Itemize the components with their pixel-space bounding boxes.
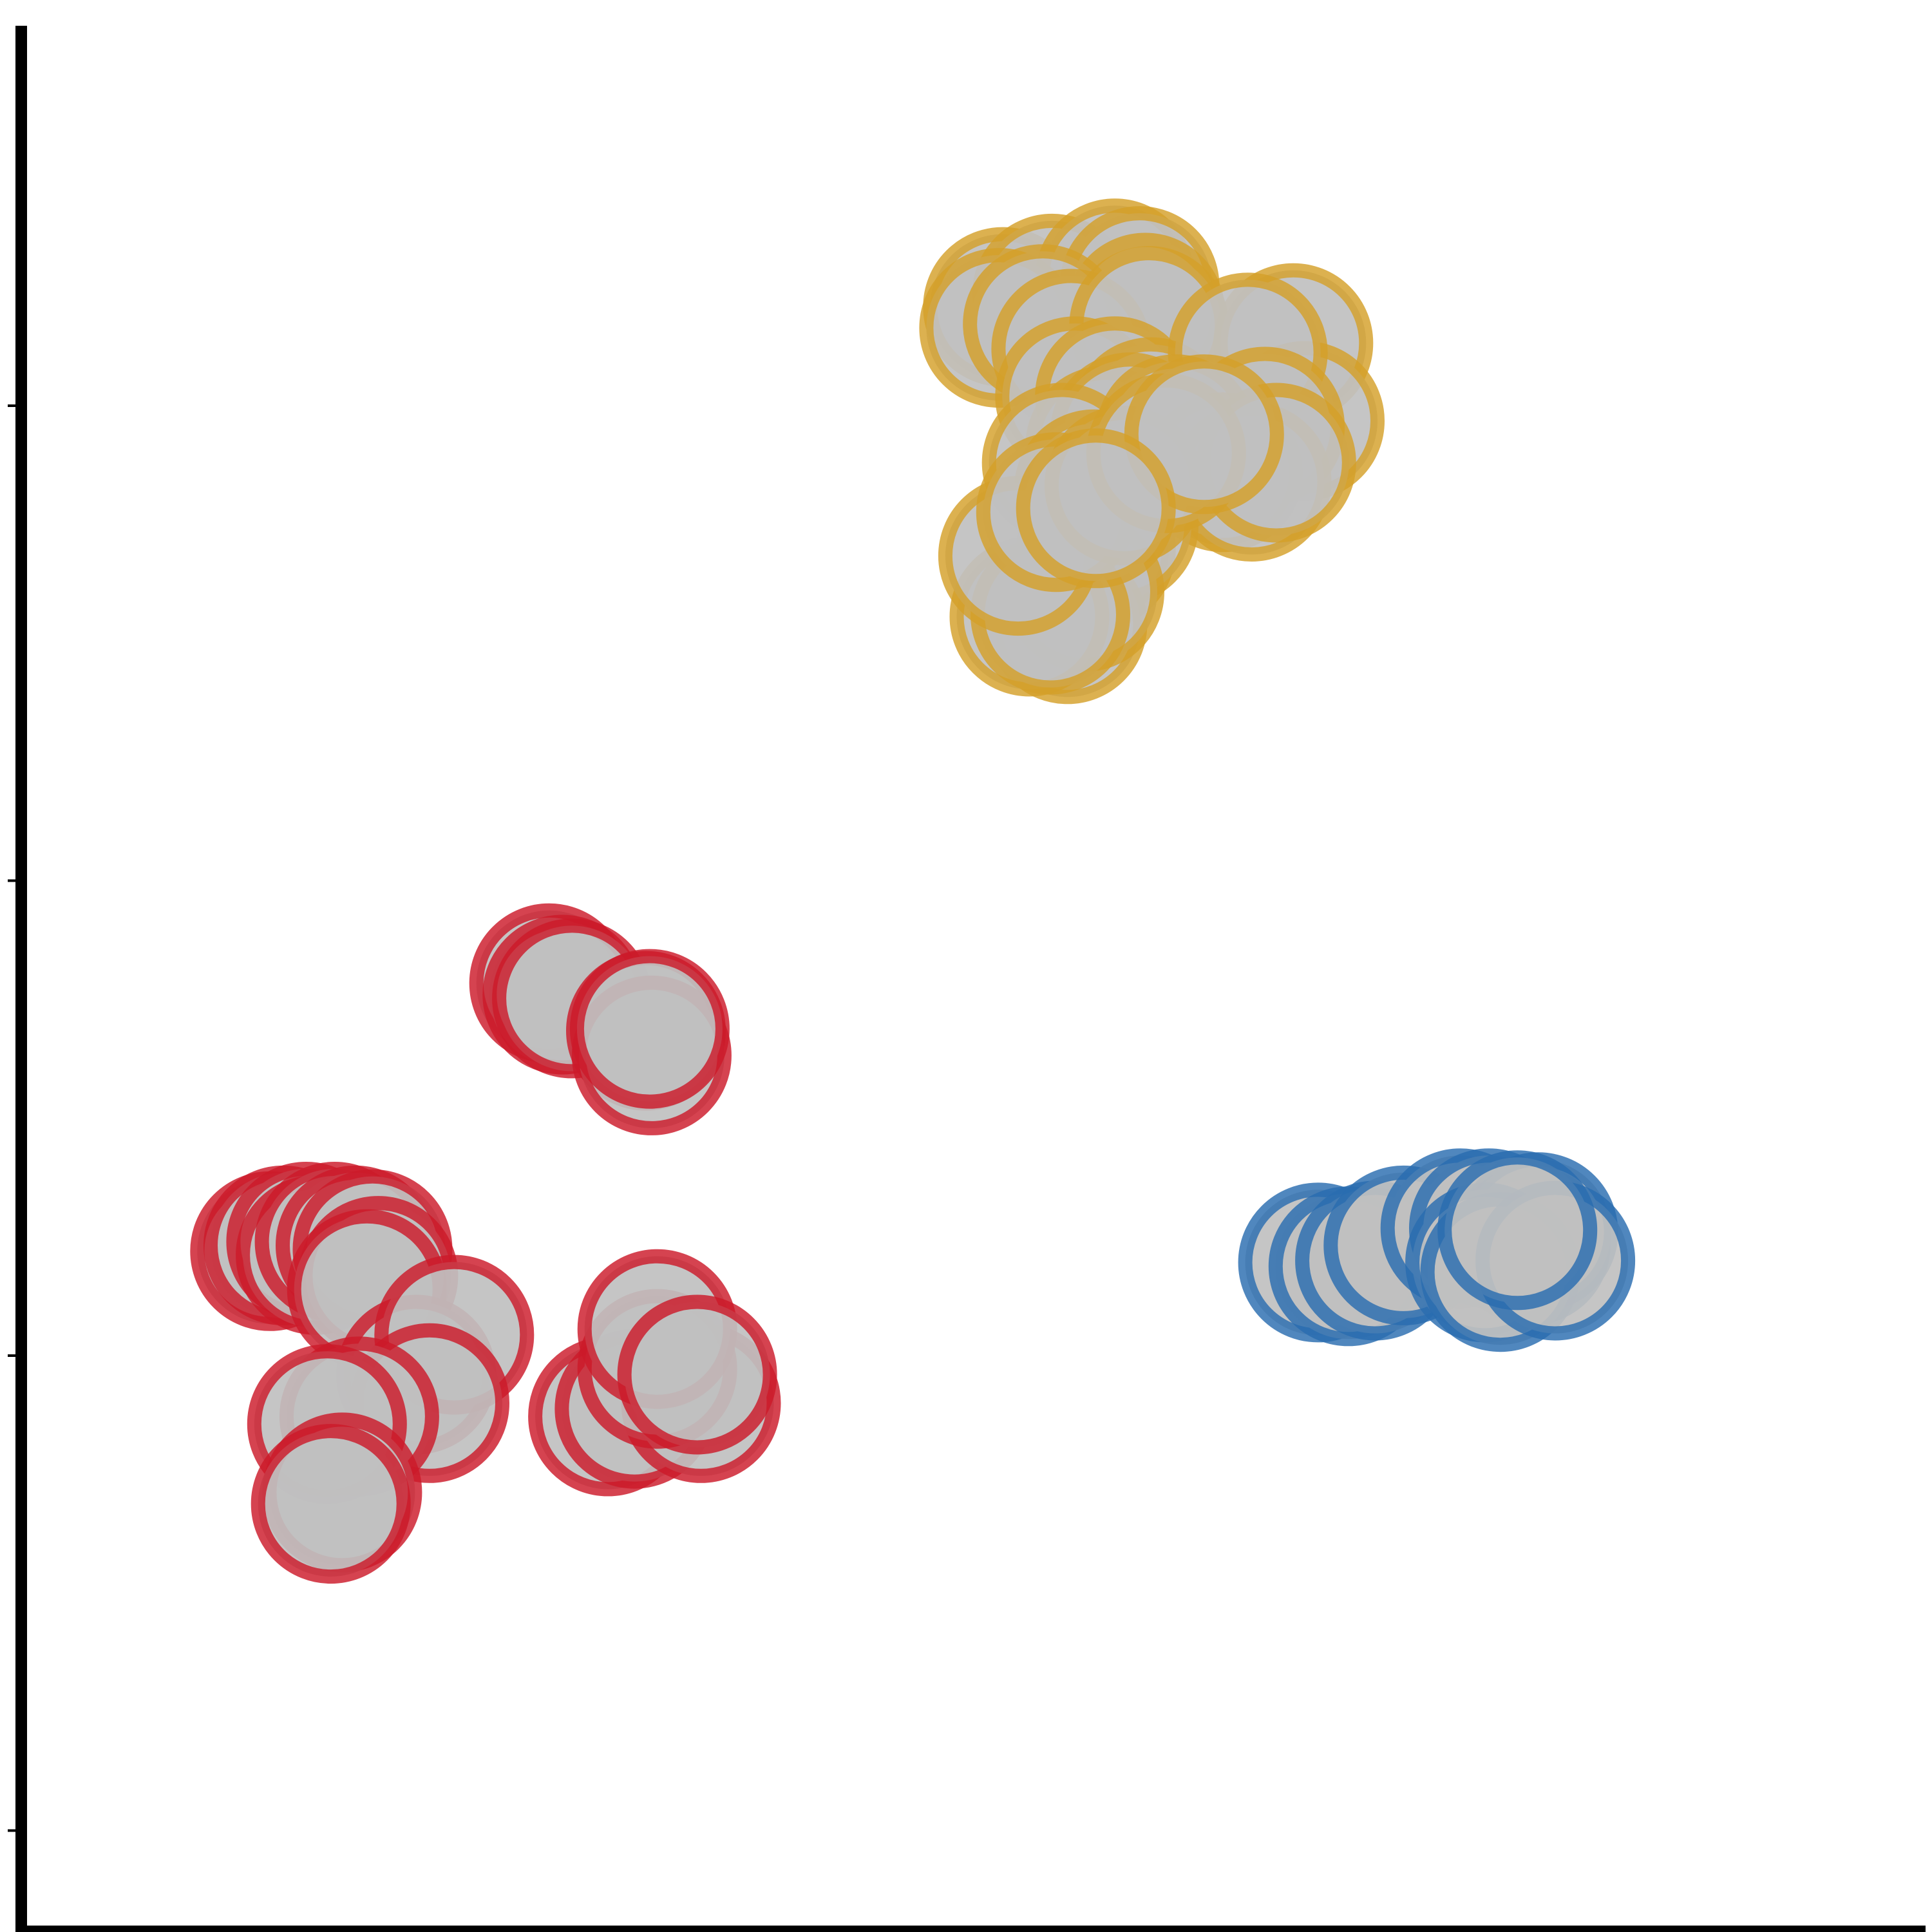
scatter-point-s0-35 xyxy=(1016,428,1176,589)
axes-layer xyxy=(8,26,1926,1932)
scatter-point-s1-27 xyxy=(617,1294,777,1455)
scatter-point-s0-34 xyxy=(1124,354,1284,515)
points-layer xyxy=(190,198,1636,1584)
scatter-point-s1-21 xyxy=(251,1424,411,1584)
scatter-point-s1-5 xyxy=(569,949,730,1109)
scatter-point-s2-11 xyxy=(1437,1150,1598,1311)
